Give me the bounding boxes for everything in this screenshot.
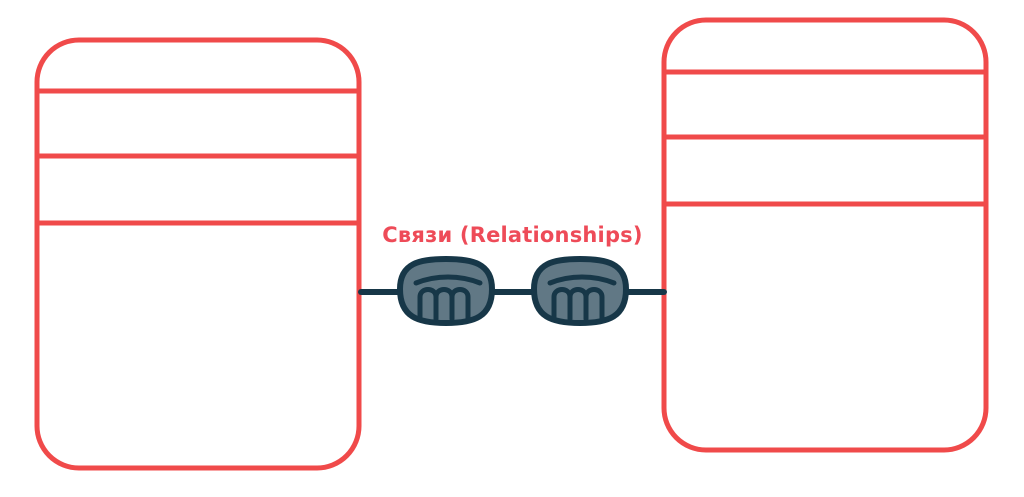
right-table xyxy=(661,17,989,453)
relationship-label: Связи (Relationships) xyxy=(382,223,643,247)
relationship-connector xyxy=(358,256,667,326)
fist-icon-left xyxy=(397,256,495,326)
left-table xyxy=(34,37,362,471)
left-table-outline xyxy=(34,37,362,471)
fist-icon-right xyxy=(531,256,629,326)
right-table-outline xyxy=(661,17,989,453)
